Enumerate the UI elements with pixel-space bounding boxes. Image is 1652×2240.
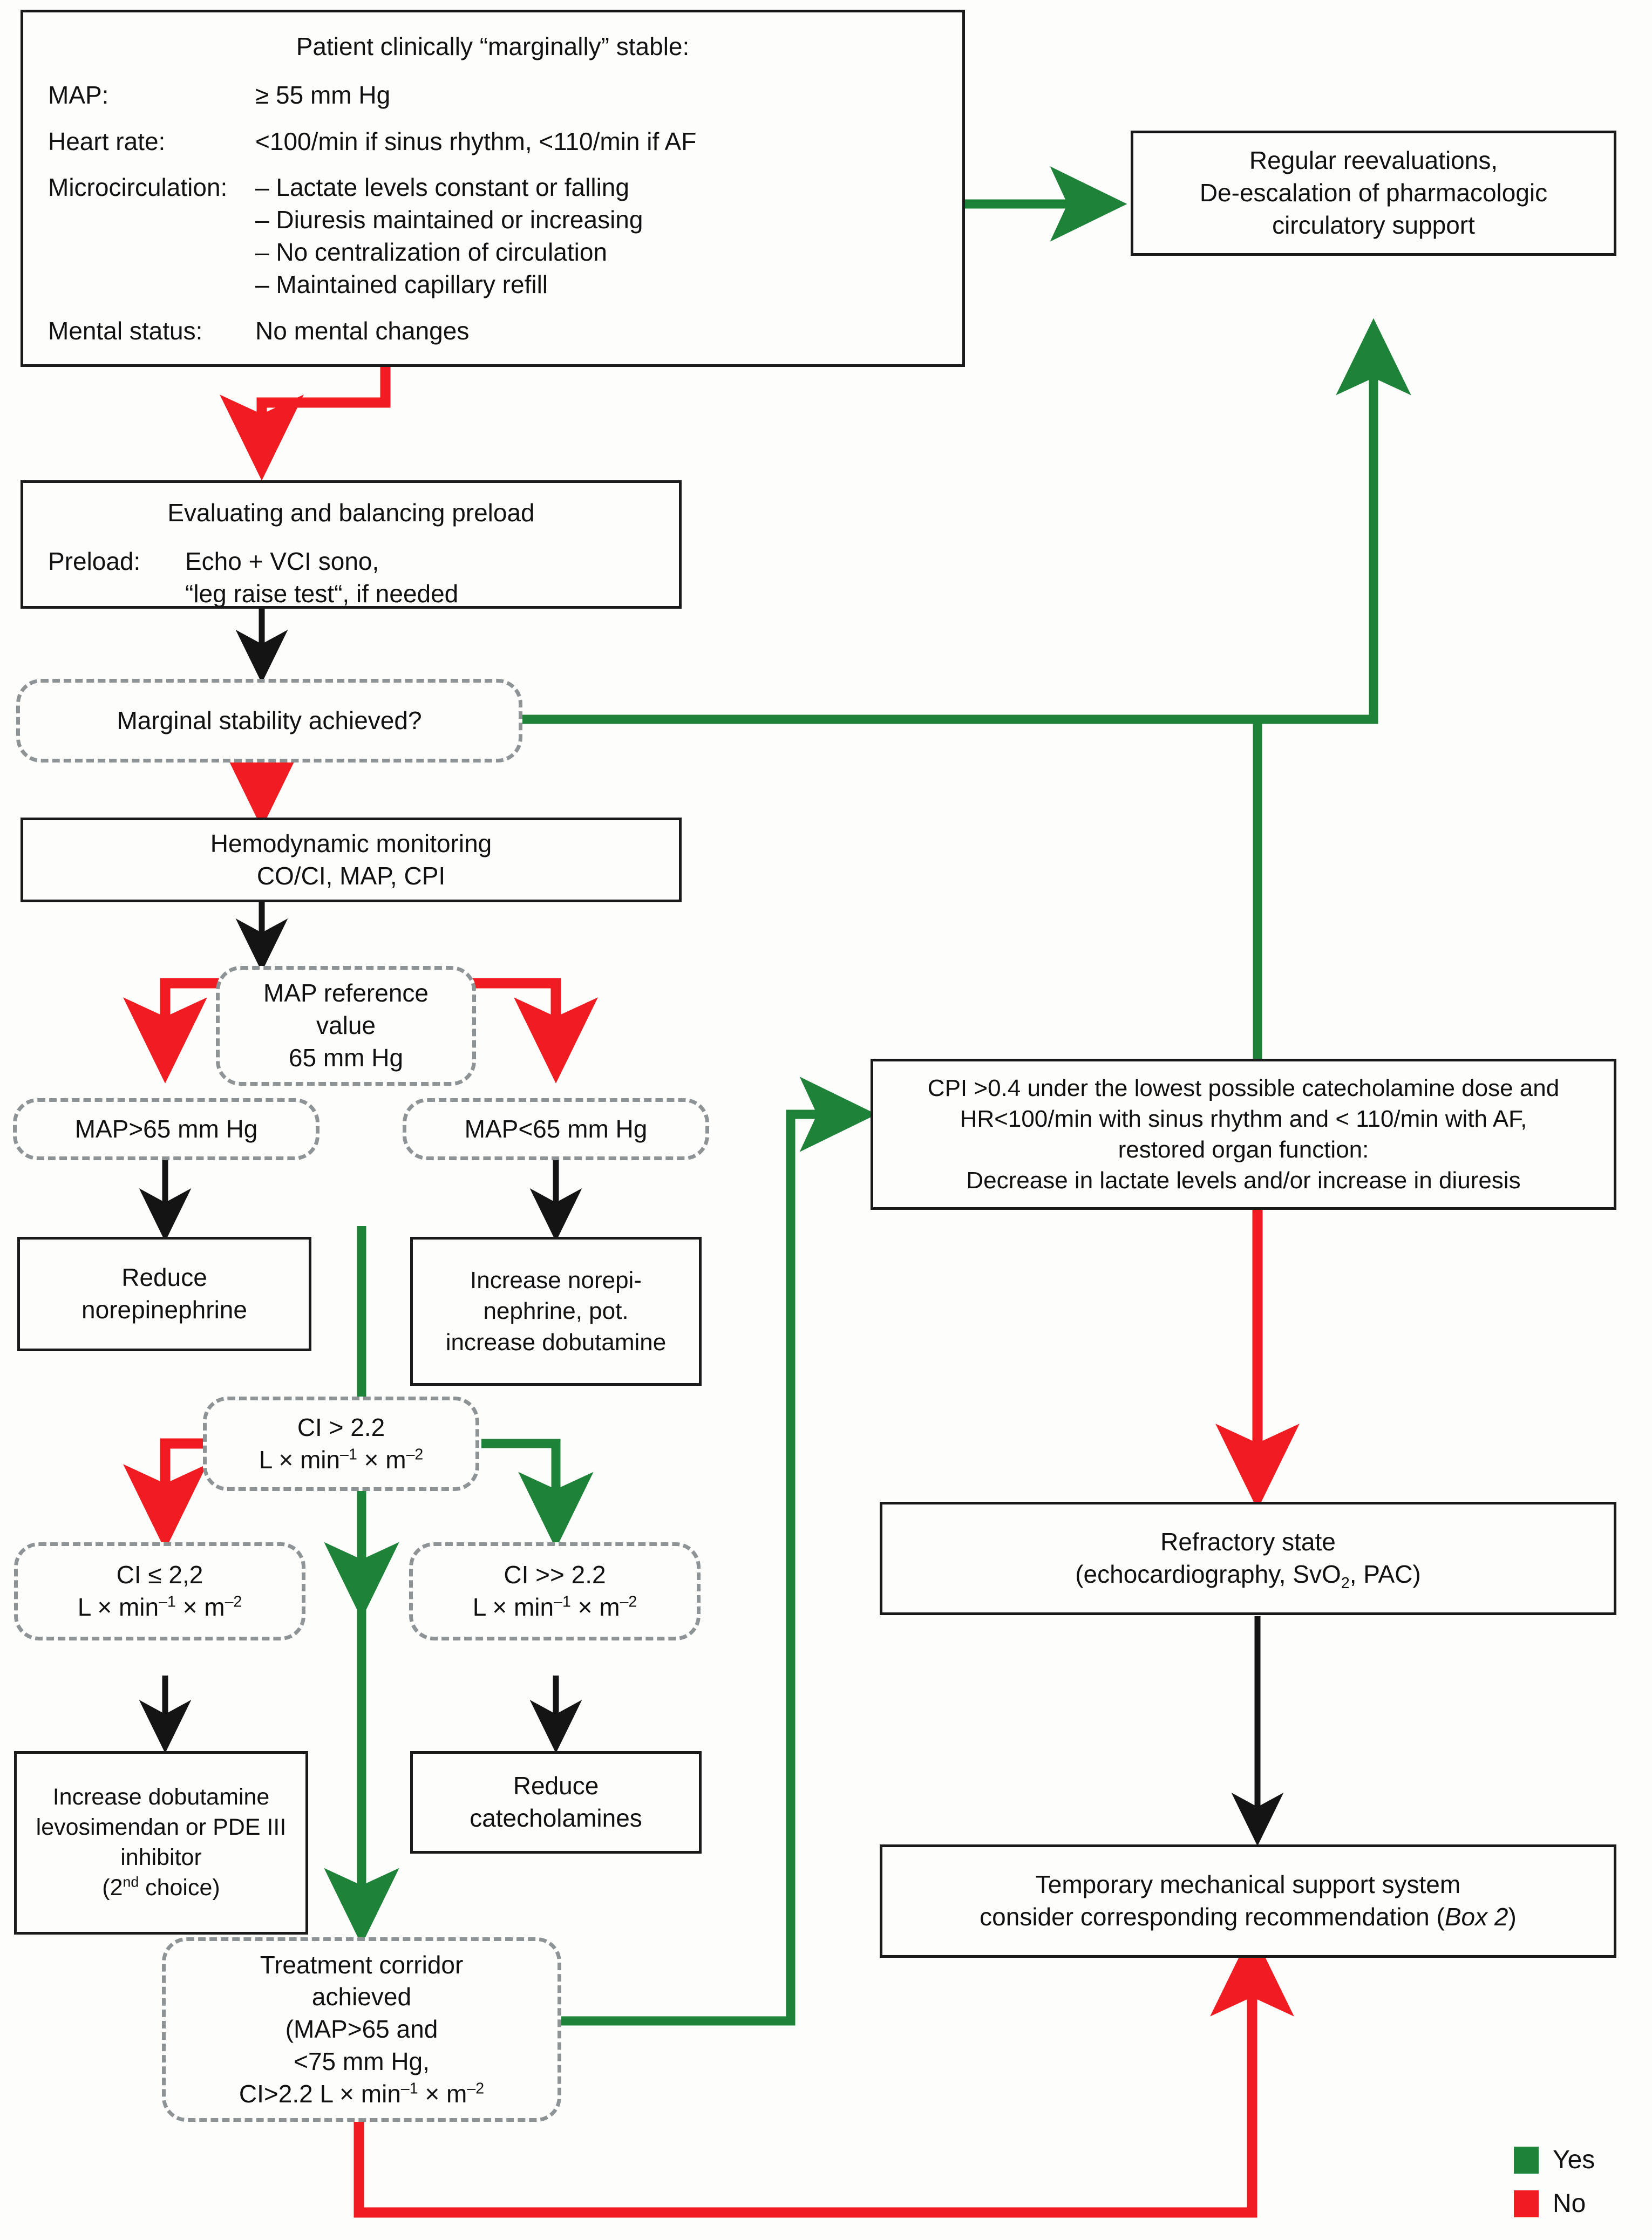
node-treatment-corridor: Treatment corridor achieved (MAP>65 and … <box>162 1937 561 2122</box>
reduce-cat-line1: Reduce <box>513 1772 599 1800</box>
preload-row: Preload: Echo + VCI sono, “leg raise tes… <box>23 546 679 610</box>
ci-le-line1: CI ≤ 2,2 <box>116 1561 203 1589</box>
node-regular-reevaluations: Regular reevaluations, De-escalation of … <box>1131 131 1616 256</box>
refractory-line1: Refractory state <box>1160 1528 1336 1556</box>
temporary-line1: Temporary mechanical support system <box>1035 1870 1461 1899</box>
node-increase-dobutamine: Increase dobutamine levosimendan or PDE … <box>14 1751 308 1935</box>
corridor-line2: achieved <box>311 1983 412 2011</box>
preload-values: Echo + VCI sono, “leg raise test“, if ne… <box>185 547 459 608</box>
row-heart-rate-key: Heart rate: <box>48 127 166 155</box>
node-marginal-stability: Marginal stability achieved? <box>16 679 522 762</box>
legend-label-yes: Yes <box>1553 2146 1595 2174</box>
row-heart-rate: Heart rate: <100/min if sinus rhythm, <1… <box>23 126 962 158</box>
legend-swatch-yes <box>1514 2146 1539 2174</box>
corridor-line1: Treatment corridor <box>260 1950 464 1979</box>
reevaluations-line1: Regular reevaluations, <box>1249 146 1498 175</box>
row-microcirculation: Microcirculation: – Lactate levels const… <box>23 172 962 301</box>
reduce-cat-line2: catecholamines <box>470 1804 642 1832</box>
reevaluations-line2: De-escalation of pharmacologic <box>1199 179 1548 207</box>
node-hemodynamic-monitoring: Hemodynamic monitoring CO/CI, MAP, CPI <box>21 818 682 902</box>
legend-row-yes: Yes <box>1514 2145 1595 2175</box>
dobutamine-line1: Increase dobutamine <box>52 1784 270 1810</box>
cpi-line1: CPI >0.4 under the lowest possible catec… <box>927 1074 1560 1101</box>
dobutamine-line4: (2nd choice) <box>102 1874 220 1901</box>
map-low-label: MAP<65 mm Hg <box>464 1114 648 1143</box>
legend: Yes No <box>1514 2145 1595 2218</box>
node-patient-stable: Patient clinically “marginally” stable: … <box>21 10 965 367</box>
node-ci-gtgt: CI >> 2.2 L × min–1 × m–2 <box>409 1542 701 1640</box>
row-map-key: MAP: <box>48 80 109 109</box>
node-ci-gt: CI > 2.2 L × min–1 × m–2 <box>203 1397 479 1491</box>
node-preload: Evaluating and balancing preload Preload… <box>21 480 682 609</box>
row-microcirculation-key: Microcirculation: <box>48 173 228 202</box>
node-reduce-norepinephrine: Reduce norepinephrine <box>17 1237 311 1351</box>
ci-le-line2: L × min–1 × m–2 <box>77 1593 242 1621</box>
reduce-norepi-line2: norepinephrine <box>81 1296 247 1324</box>
cpi-line4: Decrease in lactate levels and/or increa… <box>966 1167 1521 1194</box>
increase-norepi-line3: increase dobutamine <box>445 1329 667 1356</box>
row-mental-status: Mental status: No mental changes <box>23 315 962 348</box>
ci-gtgt-line2: L × min–1 × m–2 <box>472 1593 637 1621</box>
legend-row-no: No <box>1514 2189 1595 2218</box>
row-mental-status-key: Mental status: <box>48 316 203 345</box>
reevaluations-line3: circulatory support <box>1272 210 1475 239</box>
row-map-values: ≥ 55 mm Hg <box>255 80 391 109</box>
ci-gt-line1: CI > 2.2 <box>297 1413 385 1441</box>
node-temporary-support: Temporary mechanical support system cons… <box>880 1844 1616 1958</box>
dobutamine-line2: levosimendan or PDE III <box>36 1814 287 1841</box>
dobutamine-line3: inhibitor <box>120 1844 202 1870</box>
node-increase-norepinephrine: Increase norepi- nephrine, pot. increase… <box>410 1237 702 1386</box>
preload-title: Evaluating and balancing preload <box>167 499 535 527</box>
node-map-low: MAP<65 mm Hg <box>403 1098 709 1160</box>
row-microcirculation-values: – Lactate levels constant or falling – D… <box>255 173 643 298</box>
refractory-line2: (echocardiography, SvO2, PAC) <box>1075 1560 1421 1592</box>
preload-key: Preload: <box>48 547 141 575</box>
legend-swatch-no <box>1514 2190 1539 2217</box>
node-cpi-target: CPI >0.4 under the lowest possible catec… <box>871 1059 1616 1210</box>
edge-ci-to-cigtgt <box>481 1439 594 1549</box>
reduce-norepi-line1: Reduce <box>121 1263 207 1292</box>
hemodynamic-line2: CO/CI, MAP, CPI <box>256 861 446 890</box>
legend-label-no: No <box>1553 2189 1586 2218</box>
node-reduce-catecholamines: Reduce catecholamines <box>410 1751 702 1854</box>
map-reference-line3: 65 mm Hg <box>288 1043 404 1072</box>
cpi-line3: restored organ function: <box>1118 1136 1369 1163</box>
corridor-line4: <75 mm Hg, <box>294 2047 430 2075</box>
row-heart-rate-values: <100/min if sinus rhythm, <110/min if AF <box>255 127 697 155</box>
marginal-stability-label: Marginal stability achieved? <box>117 706 422 734</box>
hemodynamic-line1: Hemodynamic monitoring <box>210 829 492 857</box>
corridor-line5: CI>2.2 L × min–1 × m–2 <box>239 2079 485 2108</box>
row-map: MAP: ≥ 55 mm Hg <box>23 79 962 112</box>
ci-gtgt-line1: CI >> 2.2 <box>504 1561 606 1589</box>
ci-gt-line2: L × min–1 × m–2 <box>259 1445 424 1474</box>
temporary-line2: consider corresponding recommendation (B… <box>980 1903 1517 1931</box>
node-map-high: MAP>65 mm Hg <box>13 1098 319 1160</box>
node-ci-le: CI ≤ 2,2 L × min–1 × m–2 <box>14 1542 305 1640</box>
increase-norepi-line2: nephrine, pot. <box>483 1298 629 1325</box>
cpi-line2: HR<100/min with sinus rhythm and < 110/m… <box>960 1105 1527 1132</box>
node-map-reference: MAP reference value 65 mm Hg <box>216 966 476 1086</box>
edge-stable-to-preload <box>220 367 391 481</box>
corridor-line3: (MAP>65 and <box>285 2015 438 2044</box>
increase-norepi-line1: Increase norepi- <box>470 1267 642 1294</box>
patient-stable-title: Patient clinically “marginally” stable: <box>296 32 690 60</box>
node-refractory-state: Refractory state (echocardiography, SvO2… <box>880 1502 1616 1615</box>
row-mental-status-values: No mental changes <box>255 316 470 345</box>
map-reference-line1: MAP reference <box>263 979 429 1007</box>
edge-mapref-to-maphigh <box>123 978 219 1084</box>
map-high-label: MAP>65 mm Hg <box>74 1114 258 1143</box>
map-reference-line2: value <box>316 1011 376 1040</box>
